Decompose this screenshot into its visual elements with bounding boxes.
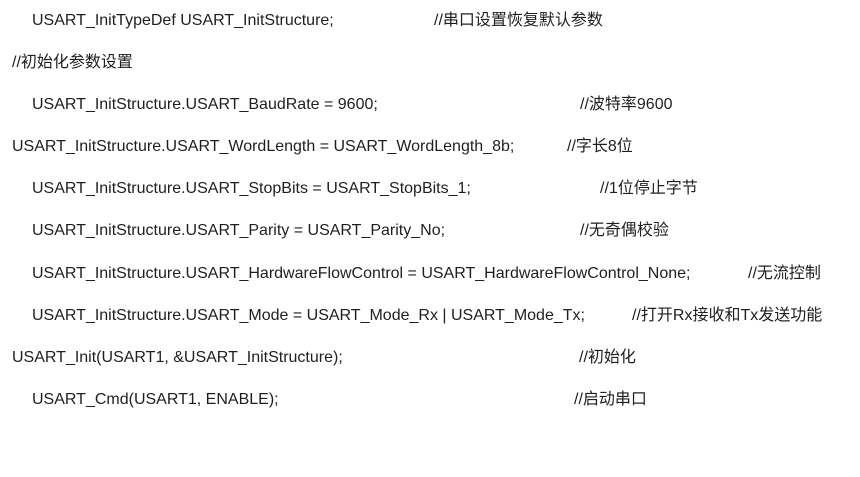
code-line: USART_InitStructure.USART_WordLength = U… xyxy=(0,136,633,158)
code-document: USART_InitTypeDef USART_InitStructure; /… xyxy=(0,10,822,411)
code-text: USART_Init(USART1, &USART_InitStructure)… xyxy=(12,349,343,366)
code-text: USART_InitStructure.USART_HardwareFlowCo… xyxy=(32,265,691,282)
code-comment: //1位停止字节 xyxy=(600,180,698,197)
code-line: USART_InitStructure.USART_HardwareFlowCo… xyxy=(0,263,821,285)
code-comment: //串口设置恢复默认参数 xyxy=(434,12,603,29)
code-text: USART_InitStructure.USART_Parity = USART… xyxy=(32,222,446,239)
code-comment: //启动串口 xyxy=(574,391,647,408)
code-comment: //无流控制 xyxy=(748,265,821,282)
code-text: USART_InitStructure.USART_BaudRate = 960… xyxy=(32,96,378,113)
code-line: USART_InitStructure.USART_StopBits = USA… xyxy=(0,178,698,200)
code-text: USART_Cmd(USART1, ENABLE); xyxy=(32,391,279,408)
code-text: USART_InitStructure.USART_StopBits = USA… xyxy=(32,180,471,197)
code-text: USART_InitTypeDef USART_InitStructure; xyxy=(32,12,334,29)
code-line: //初始化参数设置 xyxy=(0,52,133,74)
code-line: USART_InitStructure.USART_Parity = USART… xyxy=(0,220,669,242)
code-text: USART_InitStructure.USART_WordLength = U… xyxy=(12,138,515,155)
code-comment: //无奇偶校验 xyxy=(580,222,669,239)
code-text: USART_InitStructure.USART_Mode = USART_M… xyxy=(32,307,585,324)
code-line: USART_Cmd(USART1, ENABLE); //启动串口 xyxy=(0,389,647,411)
code-line: USART_InitTypeDef USART_InitStructure; /… xyxy=(0,10,603,32)
code-comment: //波特率9600 xyxy=(580,96,673,113)
code-comment: //初始化 xyxy=(579,349,636,366)
code-line: USART_Init(USART1, &USART_InitStructure)… xyxy=(0,347,636,369)
code-comment: //打开Rx接收和Tx发送功能 xyxy=(632,307,823,324)
code-line: USART_InitStructure.USART_Mode = USART_M… xyxy=(0,305,822,327)
code-line: USART_InitStructure.USART_BaudRate = 960… xyxy=(0,94,673,116)
code-text: //初始化参数设置 xyxy=(12,54,133,71)
code-comment: //字长8位 xyxy=(567,138,633,155)
